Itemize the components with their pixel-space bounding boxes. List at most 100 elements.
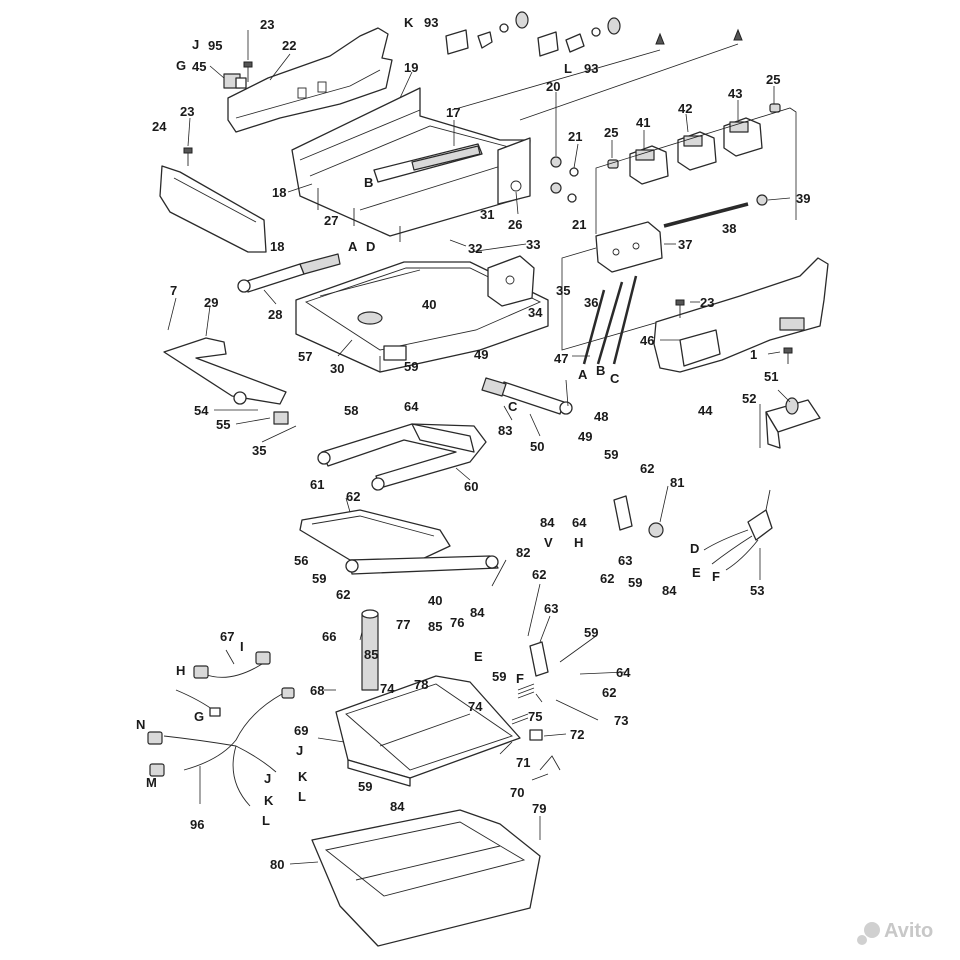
callout-59: 59 bbox=[492, 669, 506, 684]
callout-76: 76 bbox=[450, 615, 464, 630]
leader-lines bbox=[167, 30, 791, 865]
callout-41: 41 bbox=[636, 115, 650, 130]
callout-E: E bbox=[692, 565, 701, 580]
callout-25: 25 bbox=[604, 125, 618, 140]
callout-K: K bbox=[264, 793, 274, 808]
callout-57: 57 bbox=[298, 349, 312, 364]
callout-52: 52 bbox=[742, 391, 756, 406]
callout-N: N bbox=[136, 717, 145, 732]
callout-79: 79 bbox=[532, 801, 546, 816]
switch-41 bbox=[629, 145, 669, 185]
control-box-37 bbox=[595, 221, 663, 273]
callout-64: 64 bbox=[572, 515, 587, 530]
callout-85: 85 bbox=[428, 619, 442, 634]
cover-80 bbox=[311, 809, 541, 947]
callout-84: 84 bbox=[540, 515, 555, 530]
callout-17: 17 bbox=[446, 105, 460, 120]
callout-56: 56 bbox=[294, 553, 308, 568]
callout-47: 47 bbox=[554, 351, 568, 366]
callout-23: 23 bbox=[180, 104, 194, 119]
scissor-arm-61 bbox=[299, 509, 499, 575]
callout-85: 85 bbox=[364, 647, 378, 662]
callout-61: 61 bbox=[310, 477, 324, 492]
callout-58: 58 bbox=[344, 403, 358, 418]
callout-84: 84 bbox=[662, 583, 677, 598]
callout-67: 67 bbox=[220, 629, 234, 644]
callout-54: 54 bbox=[194, 403, 209, 418]
callout-95: 95 bbox=[208, 38, 222, 53]
callout-93: 93 bbox=[584, 61, 598, 76]
callout-36: 36 bbox=[584, 295, 598, 310]
callout-49: 49 bbox=[578, 429, 592, 444]
callout-labels: 23 95 J G 45 22 K 93 L 93 19 17 23 24 18… bbox=[136, 15, 810, 872]
callout-40: 40 bbox=[422, 297, 436, 312]
callout-63: 63 bbox=[618, 553, 632, 568]
callout-59: 59 bbox=[584, 625, 598, 640]
clip-55 bbox=[273, 411, 289, 425]
cables-46-47 bbox=[582, 275, 638, 365]
callout-69: 69 bbox=[294, 723, 308, 738]
callout-83: 83 bbox=[498, 423, 512, 438]
bracket-45 bbox=[223, 73, 247, 89]
callout-64: 64 bbox=[616, 665, 631, 680]
callout-84: 84 bbox=[470, 605, 485, 620]
callout-33: 33 bbox=[526, 237, 540, 252]
armrest-22 bbox=[227, 27, 393, 133]
callout-49: 49 bbox=[474, 347, 488, 362]
callout-32: 32 bbox=[468, 241, 482, 256]
callout-51: 51 bbox=[764, 369, 778, 384]
callout-43: 43 bbox=[728, 86, 742, 101]
callout-L: L bbox=[564, 61, 572, 76]
scissor-arm-60 bbox=[317, 423, 487, 491]
callout-59: 59 bbox=[404, 359, 418, 374]
bracket-93-l bbox=[537, 17, 621, 57]
lever-29 bbox=[163, 337, 287, 405]
gas-spring-50 bbox=[481, 377, 573, 415]
callout-40: 40 bbox=[428, 593, 442, 608]
callout-J: J bbox=[296, 743, 303, 758]
rod-38 bbox=[663, 202, 749, 228]
screws-23-1 bbox=[675, 299, 793, 364]
watermark-text: Avito bbox=[884, 920, 933, 942]
callout-27: 27 bbox=[324, 213, 338, 228]
controller-51 bbox=[765, 397, 821, 449]
callout-81: 81 bbox=[670, 475, 684, 490]
callout-31: 31 bbox=[480, 207, 494, 222]
gas-spring-28 bbox=[237, 253, 341, 293]
callout-80: 80 bbox=[270, 857, 284, 872]
callout-78: 78 bbox=[414, 677, 428, 692]
callout-H: H bbox=[176, 663, 185, 678]
column-66 bbox=[361, 609, 379, 691]
callout-20: 20 bbox=[546, 79, 560, 94]
switch-42 bbox=[677, 131, 717, 171]
callout-A: A bbox=[348, 239, 358, 254]
bracket-93-k bbox=[445, 11, 529, 55]
callout-73: 73 bbox=[614, 713, 628, 728]
watermark: Avito bbox=[857, 920, 933, 945]
callout-26: 26 bbox=[508, 217, 522, 232]
base-69 bbox=[335, 675, 521, 787]
switch-43 bbox=[723, 117, 763, 157]
callout-59: 59 bbox=[312, 571, 326, 586]
callout-28: 28 bbox=[268, 307, 282, 322]
switch-53 bbox=[703, 489, 773, 571]
washer-39 bbox=[756, 194, 768, 206]
callout-62: 62 bbox=[336, 587, 350, 602]
callout-71: 71 bbox=[516, 755, 530, 770]
callout-24: 24 bbox=[152, 119, 167, 134]
callout-K: K bbox=[404, 15, 414, 30]
callout-19: 19 bbox=[404, 60, 418, 75]
callout-93: 93 bbox=[424, 15, 438, 30]
callout-39: 39 bbox=[796, 191, 810, 206]
callout-E: E bbox=[474, 649, 483, 664]
callout-1: 1 bbox=[750, 347, 757, 362]
callout-C: C bbox=[508, 399, 518, 414]
callout-75: 75 bbox=[528, 709, 542, 724]
callout-35: 35 bbox=[252, 443, 266, 458]
spring-75 bbox=[511, 683, 535, 725]
callout-G: G bbox=[176, 58, 186, 73]
callout-F: F bbox=[516, 671, 524, 686]
callout-59: 59 bbox=[628, 575, 642, 590]
block-72 bbox=[529, 729, 543, 741]
harness-67 bbox=[147, 651, 295, 807]
